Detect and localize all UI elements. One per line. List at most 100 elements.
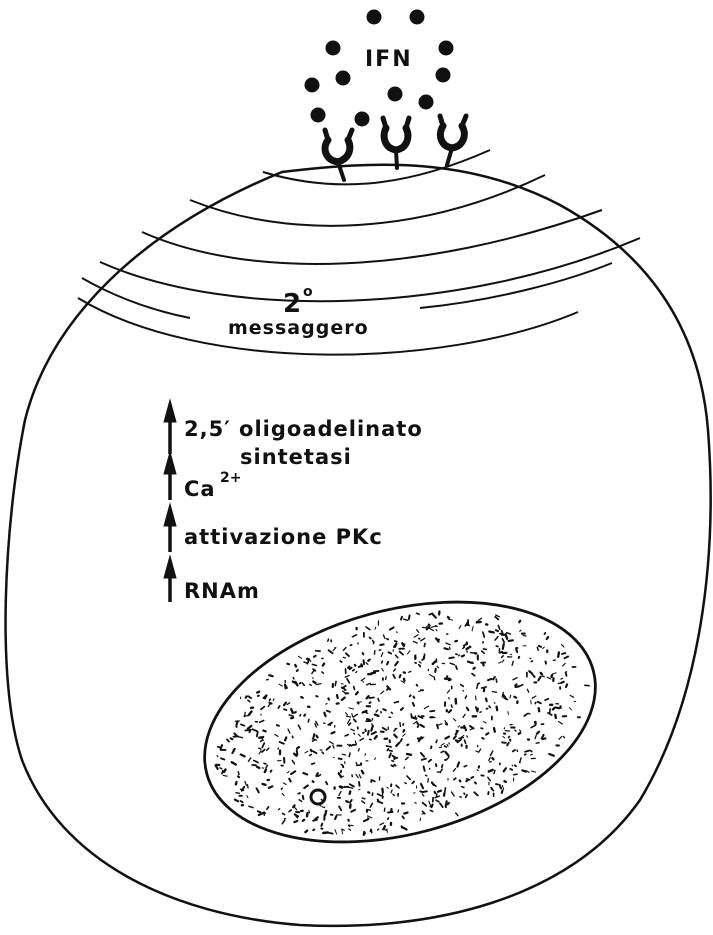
chromatin-speck bbox=[508, 712, 509, 715]
chromatin-speck bbox=[321, 824, 322, 826]
chromatin-speck bbox=[445, 648, 448, 649]
chromatin-speck bbox=[350, 800, 352, 803]
chromatin-speck bbox=[301, 697, 303, 698]
chromatin-speck bbox=[235, 734, 237, 736]
chromatin-speck bbox=[558, 652, 559, 656]
chromatin-speck bbox=[418, 738, 419, 739]
chromatin-speck bbox=[316, 696, 317, 697]
chromatin-speck bbox=[419, 665, 420, 667]
chromatin-speck bbox=[530, 751, 531, 752]
chromatin-speck bbox=[404, 619, 408, 620]
chromatin-speck bbox=[446, 723, 447, 725]
chromatin-speck bbox=[519, 621, 520, 622]
chromatin-speck bbox=[341, 764, 342, 765]
second-messenger-number: 2 bbox=[283, 289, 301, 319]
chromatin-speck bbox=[313, 830, 314, 831]
chromatin-speck bbox=[362, 798, 365, 799]
chromatin-speck bbox=[525, 751, 529, 752]
chromatin-speck bbox=[306, 658, 307, 659]
chromatin-speck bbox=[449, 680, 451, 681]
chromatin-speck bbox=[553, 708, 555, 710]
chromatin-speck bbox=[350, 792, 351, 794]
chromatin-speck bbox=[407, 754, 411, 755]
chromatin-speck bbox=[438, 791, 441, 792]
ifn-label: IFN bbox=[365, 47, 413, 72]
chromatin-speck bbox=[428, 779, 429, 783]
chromatin-speck bbox=[418, 726, 419, 727]
chromatin-speck bbox=[297, 747, 299, 749]
chromatin-speck bbox=[389, 652, 392, 653]
chromatin-speck bbox=[394, 702, 398, 703]
chromatin-speck bbox=[500, 785, 501, 788]
chromatin-speck bbox=[543, 738, 546, 739]
chromatin-speck bbox=[263, 784, 266, 785]
chromatin-speck bbox=[224, 770, 226, 772]
chromatin-speck bbox=[476, 696, 477, 700]
chromatin-speck bbox=[273, 699, 274, 700]
chromatin-speck bbox=[403, 724, 404, 725]
chromatin-speck bbox=[294, 712, 295, 713]
chromatin-speck bbox=[354, 687, 355, 690]
chromatin-speck bbox=[434, 677, 435, 680]
chromatin-speck bbox=[222, 771, 223, 774]
chromatin-speck bbox=[378, 800, 379, 801]
chromatin-speck bbox=[279, 809, 280, 810]
nucleus-icon bbox=[178, 562, 622, 882]
chromatin-speck bbox=[326, 704, 327, 705]
chromatin-speck bbox=[394, 765, 395, 766]
chromatin-speck bbox=[449, 657, 454, 658]
chromatin-speck bbox=[482, 687, 487, 688]
chromatin-speck bbox=[493, 692, 497, 693]
chromatin-speck bbox=[523, 636, 526, 637]
chromatin-speck bbox=[358, 703, 359, 704]
chromatin-speck bbox=[311, 750, 312, 751]
chromatin-speck bbox=[398, 810, 399, 812]
chromatin-speck bbox=[373, 640, 374, 641]
chromatin-speck bbox=[555, 715, 556, 718]
chromatin-speck bbox=[515, 765, 516, 766]
chromatin-speck bbox=[287, 664, 289, 665]
chromatin-speck bbox=[515, 730, 516, 731]
chromatin-speck bbox=[341, 771, 342, 773]
chromatin-speck bbox=[534, 676, 535, 677]
chromatin-speck bbox=[542, 676, 544, 677]
chromatin-speck bbox=[269, 786, 273, 788]
chromatin-speck bbox=[544, 633, 545, 634]
chromatin-speck bbox=[312, 664, 316, 665]
chromatin-speck bbox=[489, 632, 494, 633]
chromatin-speck bbox=[414, 697, 415, 698]
chromatin-speck bbox=[449, 698, 450, 699]
chromatin-speck bbox=[547, 637, 549, 639]
chromatin-speck bbox=[457, 762, 459, 766]
chromatin-speck bbox=[289, 715, 293, 716]
chromatin-speck bbox=[285, 738, 286, 741]
chromatin-speck bbox=[475, 782, 476, 783]
chromatin-speck bbox=[464, 766, 466, 767]
chromatin-speck bbox=[294, 821, 297, 822]
chromatin-speck bbox=[516, 649, 517, 652]
chromatin-speck bbox=[371, 830, 372, 832]
chromatin-speck bbox=[303, 820, 304, 821]
chromatin-speck bbox=[245, 712, 246, 716]
chromatin-speck bbox=[368, 660, 369, 661]
interferon-molecule-dot bbox=[326, 41, 341, 56]
chromatin-speck bbox=[509, 640, 513, 641]
chromatin-speck bbox=[257, 732, 258, 737]
chromatin-speck bbox=[538, 702, 541, 703]
chromatin-speck bbox=[492, 758, 493, 759]
chromatin-speck bbox=[359, 782, 360, 786]
chromatin-speck bbox=[304, 715, 305, 716]
membrane-receptor-icon bbox=[325, 130, 352, 180]
chromatin-speck bbox=[556, 708, 560, 709]
upward-arrow-icon bbox=[164, 400, 176, 454]
signal-wave-4 bbox=[100, 238, 640, 301]
chromatin-speck bbox=[409, 616, 410, 620]
chromatin-speck bbox=[349, 825, 354, 826]
chromatin-speck bbox=[390, 751, 393, 752]
chromatin-speck bbox=[520, 685, 523, 686]
chromatin-speck bbox=[464, 793, 465, 794]
chromatin-speck bbox=[332, 732, 335, 733]
chromatin-speck bbox=[503, 644, 504, 649]
chromatin-speck bbox=[436, 626, 438, 627]
chromatin-speck bbox=[245, 730, 249, 731]
